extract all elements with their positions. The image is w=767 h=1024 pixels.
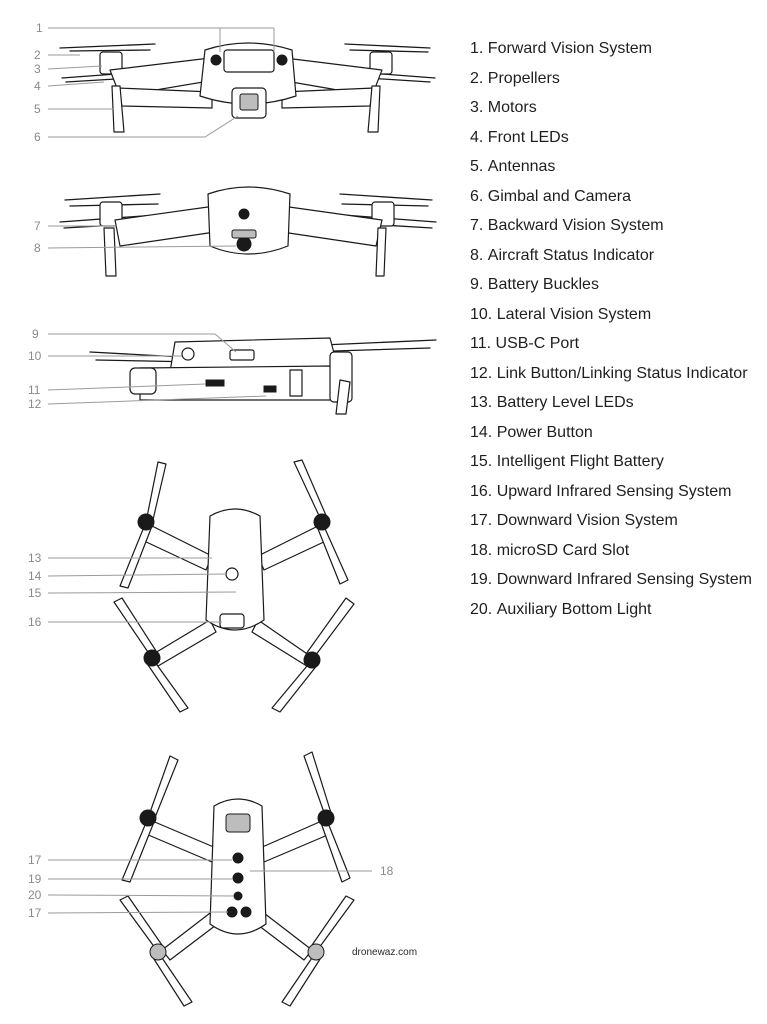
legend-number: 8. [470,246,484,264]
legend-number: 17. [470,512,493,529]
legend-number: 5. [470,158,484,175]
legend-item: 12. Link Button/Linking Status Indicator [470,363,762,385]
legend-number: 6. [470,187,484,205]
top-view-drone [113,459,355,713]
legend-item: 1. Forward Vision System [470,38,762,60]
legend-number: 9. [470,276,484,293]
legend-item: 15. Intelligent Flight Battery [470,451,762,473]
legend-text: Auxiliary Bottom Light [496,600,652,618]
legend-item: 14. Power Button [470,422,762,444]
legend-number: 12. [470,364,493,382]
legend-number: 19. [470,571,493,588]
legend-number: 16. [470,482,493,500]
svg-text:9: 9 [32,327,39,341]
front-view-callouts: 1 2 3 4 5 6 [34,21,275,144]
top-view-callouts: 13 14 15 16 [28,551,237,629]
svg-text:18: 18 [380,864,394,878]
legend-text: Battery Level LEDs [496,394,634,411]
legend-item: 5. Antennas [470,156,762,178]
legend-text: Downward Vision System [496,512,678,529]
side-view-callouts: 9 10 11 12 [28,327,267,411]
legend-item: 20. Auxiliary Bottom Light [470,599,762,621]
legend-item: 6. Gimbal and Camera [470,186,762,208]
svg-text:4: 4 [34,79,41,93]
svg-text:10: 10 [28,349,42,363]
legend-number: 2. [470,69,484,87]
legend-number: 1. [470,40,484,57]
watermark: dronewaz.com [352,947,418,958]
legend-text: Upward Infrared Sensing System [496,482,732,500]
svg-text:17: 17 [28,906,42,920]
legend-text: Gimbal and Camera [487,187,631,205]
svg-text:17: 17 [28,853,42,867]
svg-text:8: 8 [34,241,41,255]
legend-text: Backward Vision System [487,217,664,234]
legend-number: 10. [470,305,493,323]
legend-number: 7. [470,217,484,234]
svg-text:12: 12 [28,397,42,411]
svg-text:20: 20 [28,888,42,902]
legend-item: 19. Downward Infrared Sensing System [470,569,762,591]
legend-item: 7. Backward Vision System [470,215,762,237]
svg-text:3: 3 [34,62,41,76]
legend-item: 4. Front LEDs [470,127,762,149]
legend-text: Antennas [487,158,556,175]
legend-text: USB-C Port [495,335,580,352]
legend-number: 11. [470,335,492,352]
legend-text: Aircraft Status Indicator [487,246,655,264]
legend-item: 17. Downward Vision System [470,510,762,532]
legend-text: Link Button/Linking Status Indicator [496,364,748,382]
legend-item: 18. microSD Card Slot [470,540,762,562]
bottom-view-drone [119,751,355,1007]
svg-text:1: 1 [36,21,43,35]
svg-text:13: 13 [28,551,42,565]
legend-text: Motors [487,99,537,116]
legend-number: 13. [470,394,493,411]
svg-text:2: 2 [34,48,41,62]
legend-text: Power Button [496,423,593,441]
svg-text:15: 15 [28,586,42,600]
legend-item: 2. Propellers [470,68,762,90]
legend-number: 3. [470,99,484,116]
svg-text:7: 7 [34,219,41,233]
legend-item: 3. Motors [470,97,762,119]
legend-text: Forward Vision System [487,40,652,57]
svg-text:5: 5 [34,102,41,116]
parts-legend: 1. Forward Vision System 2. Propellers 3… [470,38,762,628]
legend-text: Intelligent Flight Battery [496,453,664,470]
svg-text:14: 14 [28,569,42,583]
side-view-drone [89,337,437,415]
bottom-view-callouts: 17 19 20 17 18 [28,853,394,920]
legend-text: microSD Card Slot [496,541,630,559]
legend-number: 20. [470,600,493,618]
rear-view-drone [59,186,437,277]
legend-item: 10. Lateral Vision System [470,304,762,326]
svg-text:19: 19 [28,872,42,886]
front-view-drone [59,42,436,133]
legend-number: 15. [470,453,493,470]
legend-number: 4. [470,128,484,146]
svg-text:16: 16 [28,615,42,629]
svg-text:6: 6 [34,130,41,144]
legend-text: Propellers [487,69,560,87]
legend-item: 9. Battery Buckles [470,274,762,296]
legend-item: 8. Aircraft Status Indicator [470,245,762,267]
legend-item: 16. Upward Infrared Sensing System [470,481,762,503]
legend-text: Lateral Vision System [496,305,652,323]
legend-number: 14. [470,423,493,441]
legend-text: Battery Buckles [487,276,599,293]
legend-item: 11. USB-C Port [470,333,762,355]
legend-text: Front LEDs [487,128,569,146]
legend-item: 13. Battery Level LEDs [470,392,762,414]
svg-text:11: 11 [28,383,41,397]
legend-number: 18. [470,541,493,559]
legend-text: Downward Infrared Sensing System [496,571,752,588]
rear-view-callouts: 7 8 [34,219,237,255]
